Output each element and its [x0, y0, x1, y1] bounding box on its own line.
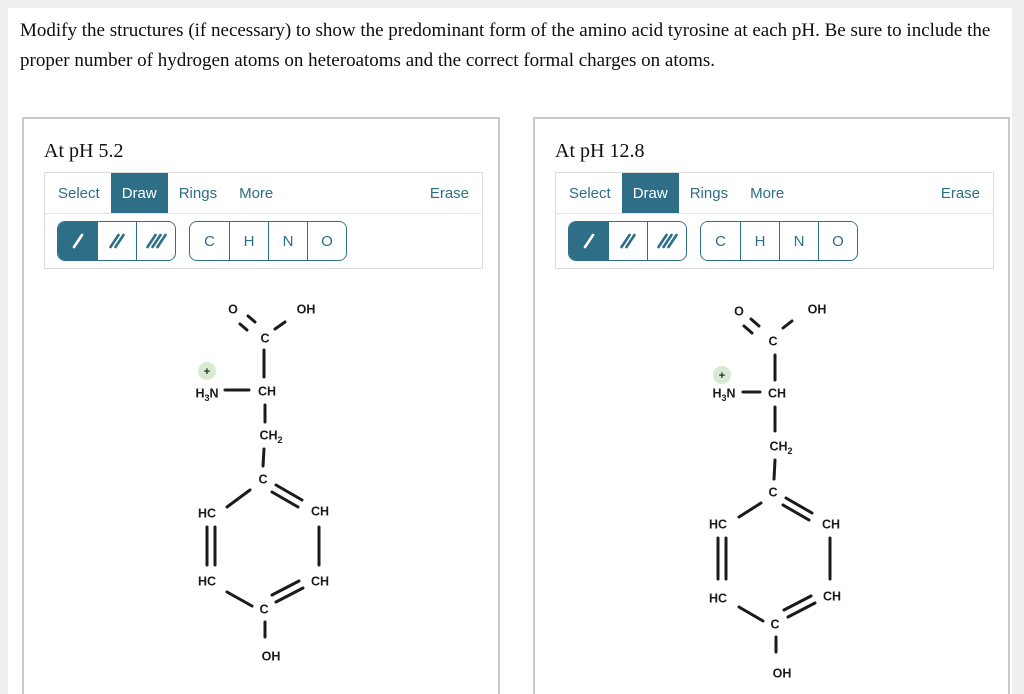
bond-line[interactable]: [772, 458, 777, 481]
atom-label[interactable]: HC: [198, 507, 216, 521]
atom-label[interactable]: C: [768, 335, 777, 349]
triple-bond-button[interactable]: [136, 222, 175, 260]
atom-tool-group: C H N O: [700, 221, 858, 261]
bond-line[interactable]: [261, 447, 266, 468]
atom-label[interactable]: HC: [709, 592, 727, 606]
atom-button-n[interactable]: N: [268, 222, 307, 260]
charge-plus-sign: +: [204, 366, 210, 378]
charge-plus-sign: +: [719, 370, 725, 382]
bond-line[interactable]: [781, 319, 794, 330]
atom-button-c[interactable]: C: [190, 222, 229, 260]
single-bond-icon: [72, 233, 83, 249]
bond-line[interactable]: [225, 488, 252, 509]
single-bond-button[interactable]: [569, 222, 608, 260]
tab-more[interactable]: More: [739, 173, 795, 213]
drawing-toolbar: Select Draw Rings More Erase: [44, 172, 483, 269]
triple-bond-button[interactable]: [647, 222, 686, 260]
atom-label[interactable]: CH2: [259, 429, 282, 446]
atom-button-c[interactable]: C: [701, 222, 740, 260]
toolbar-tool-row: C H N O: [45, 214, 482, 268]
atom-label[interactable]: CH: [822, 518, 840, 532]
single-bond-button[interactable]: [58, 222, 97, 260]
tab-rings[interactable]: Rings: [168, 173, 228, 213]
single-bond-icon: [583, 233, 594, 249]
tab-rings[interactable]: Rings: [679, 173, 739, 213]
toolbar-tab-row: Select Draw Rings More Erase: [45, 173, 482, 214]
atom-label[interactable]: OH: [297, 303, 316, 317]
bond-line[interactable]: [784, 496, 814, 515]
charge-badge[interactable]: [713, 366, 731, 384]
bond-line[interactable]: [274, 586, 305, 604]
double-bond-button[interactable]: [97, 222, 136, 260]
tab-more[interactable]: More: [228, 173, 284, 213]
panel-title-ph-12-8: At pH 12.8: [555, 140, 645, 162]
panel-title-ph-5-2: At pH 5.2: [44, 140, 124, 162]
atom-label[interactable]: O: [734, 305, 744, 319]
bond-line[interactable]: [749, 317, 761, 328]
bond-line[interactable]: [273, 320, 287, 331]
tab-draw[interactable]: Draw: [110, 173, 168, 213]
atom-button-o[interactable]: O: [307, 222, 346, 260]
bond-tool-group: [57, 221, 176, 261]
atom-label[interactable]: C: [259, 603, 268, 617]
bond-line[interactable]: [274, 483, 304, 502]
bond-line[interactable]: [786, 601, 817, 619]
erase-button[interactable]: Erase: [930, 173, 991, 213]
ph-5-2-panel: At pH 5.2 Select Draw Rings More Erase: [22, 117, 500, 694]
atom-label[interactable]: H3N: [712, 387, 735, 404]
bond-line[interactable]: [781, 503, 811, 522]
toolbar-tab-row: Select Draw Rings More Erase: [556, 173, 993, 214]
toolbar-tool-row: C H N O: [556, 214, 993, 268]
atom-button-n[interactable]: N: [779, 222, 818, 260]
bond-line[interactable]: [737, 501, 763, 519]
double-bond-icon: [109, 233, 125, 249]
double-bond-icon: [620, 233, 636, 249]
bond-line[interactable]: [225, 590, 254, 608]
atom-label[interactable]: CH: [768, 387, 786, 401]
atom-label[interactable]: C: [768, 486, 777, 500]
drawing-toolbar: Select Draw Rings More Erase: [555, 172, 994, 269]
atom-label[interactable]: OH: [262, 650, 281, 664]
atom-label[interactable]: OH: [773, 667, 792, 681]
atom-label[interactable]: CH: [823, 590, 841, 604]
triple-bond-icon: [657, 233, 678, 249]
bond-line[interactable]: [246, 314, 257, 324]
tab-select[interactable]: Select: [47, 173, 111, 213]
triple-bond-icon: [146, 233, 167, 249]
atom-label[interactable]: CH: [311, 505, 329, 519]
atom-label[interactable]: CH: [311, 575, 329, 589]
ph-12-8-panel: At pH 12.8 Select Draw Rings More Erase: [533, 117, 1010, 694]
atom-button-h[interactable]: H: [229, 222, 268, 260]
atom-label[interactable]: C: [260, 332, 269, 346]
bond-line[interactable]: [782, 594, 813, 612]
atom-label[interactable]: HC: [709, 518, 727, 532]
atom-button-h[interactable]: H: [740, 222, 779, 260]
bond-line[interactable]: [737, 605, 765, 623]
atom-label[interactable]: O: [228, 303, 238, 317]
atom-label[interactable]: OH: [808, 303, 827, 317]
atom-tool-group: C H N O: [189, 221, 347, 261]
problem-statement: Modify the structures (if necessary) to …: [20, 20, 991, 71]
atom-label[interactable]: CH: [258, 385, 276, 399]
bond-line[interactable]: [270, 490, 300, 509]
atom-label[interactable]: HC: [198, 575, 216, 589]
atom-label[interactable]: C: [770, 618, 779, 632]
atom-label[interactable]: H3N: [195, 387, 218, 404]
erase-button[interactable]: Erase: [419, 173, 480, 213]
atom-label[interactable]: C: [258, 473, 267, 487]
double-bond-button[interactable]: [608, 222, 647, 260]
bond-line[interactable]: [238, 322, 249, 332]
bond-line[interactable]: [270, 579, 301, 597]
bond-tool-group: [568, 221, 687, 261]
tab-draw[interactable]: Draw: [621, 173, 679, 213]
atom-button-o[interactable]: O: [818, 222, 857, 260]
bond-line[interactable]: [742, 324, 754, 335]
atom-label[interactable]: CH2: [769, 440, 792, 457]
charge-badge[interactable]: [198, 362, 216, 380]
tab-select[interactable]: Select: [558, 173, 622, 213]
